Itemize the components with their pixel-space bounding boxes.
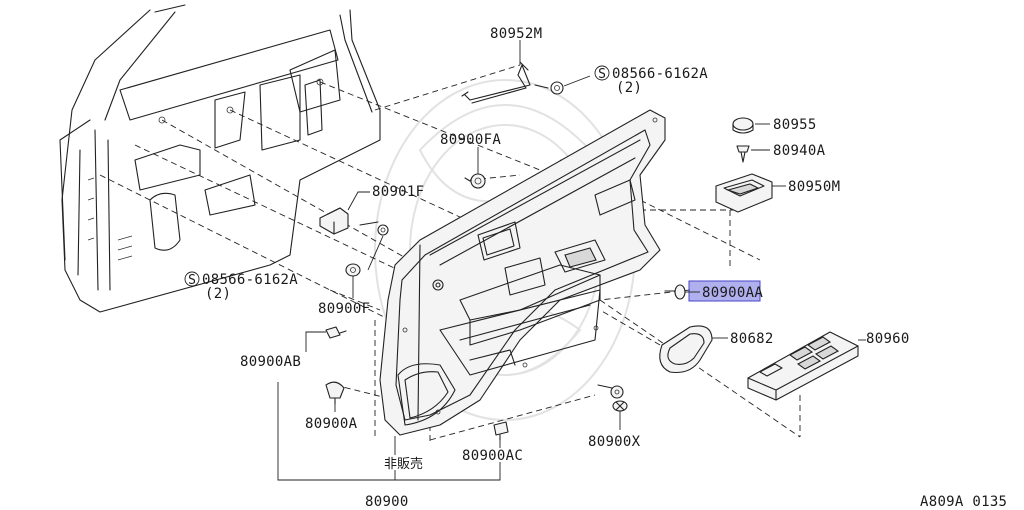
leader-lines (277, 40, 866, 481)
label-80960: 80960 (866, 331, 910, 347)
label-80900AB: 80900AB (240, 354, 301, 370)
label-80900FA: 80900FA (440, 132, 501, 148)
label-80955: 80955 (773, 117, 817, 133)
bracket-80952M (461, 61, 564, 104)
label-screw-top: 08566-6162A (612, 66, 708, 82)
escutcheon-80950M (715, 173, 773, 213)
clip-80900AB (325, 326, 347, 339)
label-screw-top-qty: (2) (616, 80, 642, 96)
diagram-code: A809A 0135 (920, 494, 1007, 510)
clip-80900FA (464, 173, 486, 189)
label-screw-left: 08566-6162A (202, 272, 298, 288)
svg-text:S: S (598, 67, 606, 82)
label-80901F: 80901F (372, 184, 424, 200)
label-80900F: 80900F (318, 301, 370, 317)
bracket-80901F (319, 207, 389, 236)
standard-part-symbol-top: S (594, 65, 610, 82)
clip-80900F (345, 263, 361, 277)
label-80900AC: 80900AC (462, 448, 523, 464)
switch-panel-80960 (747, 331, 859, 401)
highlight-80900AA (688, 280, 761, 302)
clip-80900A (325, 381, 345, 405)
label-80900: 80900 (365, 494, 409, 510)
screw-80940A (736, 145, 750, 163)
cap-80955 (732, 117, 754, 134)
label-80940A: 80940A (773, 143, 826, 159)
standard-part-symbol-left: S (184, 271, 200, 288)
label-80952M: 80952M (490, 26, 542, 42)
label-screw-left-qty: (2) (205, 286, 231, 302)
door-trim-panel (379, 109, 666, 436)
label-not-for-sale: 非販売 (384, 456, 423, 472)
clip-80900AC (493, 421, 509, 441)
svg-text:S: S (188, 273, 196, 288)
door-body-outline (59, 4, 381, 313)
label-80900AA: 80900AA (702, 285, 763, 301)
label-80950M: 80950M (788, 179, 840, 195)
label-80682: 80682 (730, 331, 774, 347)
fastener-80900X (597, 384, 628, 412)
assembly-guide-lines (99, 64, 801, 445)
label-80900X: 80900X (588, 434, 641, 450)
ring-80682 (659, 325, 713, 374)
part-labels: 80952M 08566-6162A (2) 80900FA 80955 809… (202, 26, 1007, 510)
label-80900A: 80900A (305, 416, 358, 432)
